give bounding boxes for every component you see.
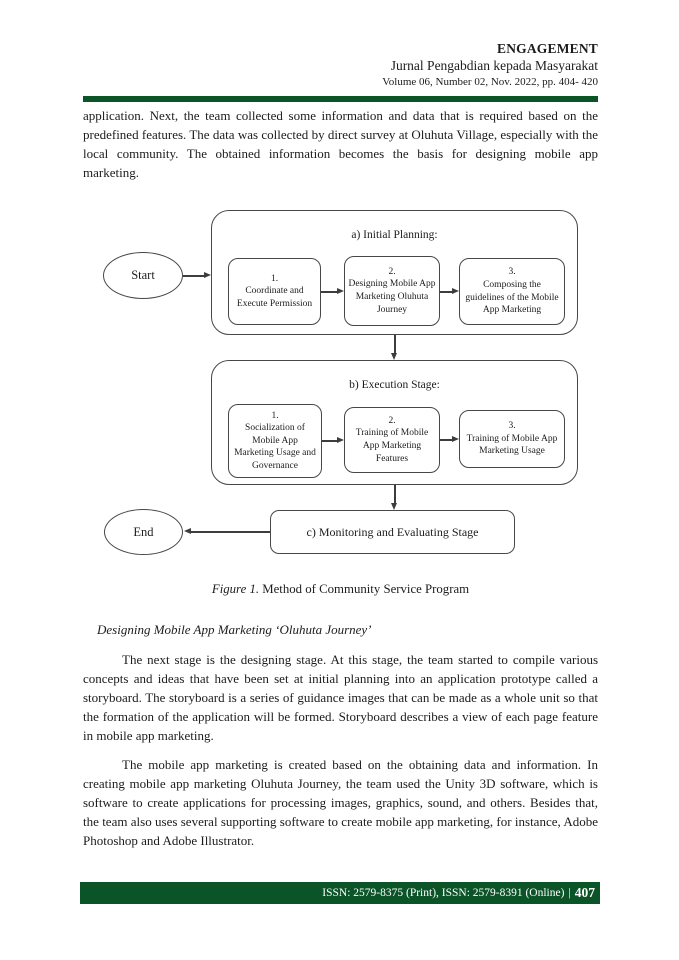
journal-subtitle: Jurnal Pengabdian kepada Masyarakat xyxy=(390,58,598,74)
section-heading: Designing Mobile App Marketing ‘Oluhuta … xyxy=(97,622,372,637)
flowchart-start-node: Start xyxy=(103,252,183,299)
journal-volume-info: Volume 06, Number 02, Nov. 2022, pp. 404… xyxy=(382,75,598,88)
step-a1-label: Coordinate and Execute Permission xyxy=(236,286,313,309)
step-box-a3: 3. Composing the guidelines of the Mobil… xyxy=(459,258,565,325)
arrowhead-b-to-c xyxy=(391,503,397,510)
arrowhead-start-to-a xyxy=(204,271,211,278)
arrow-c-to-end xyxy=(190,531,270,533)
arrowhead-a1-to-a2 xyxy=(337,287,344,294)
figure-caption-label: Figure 1. xyxy=(211,582,260,596)
paragraph-1: application. Next, the team collected so… xyxy=(83,108,598,180)
step-b1-number: 1. xyxy=(271,410,279,421)
step-box-a2: 2. Designing Mobile App Marketing Oluhut… xyxy=(344,256,440,326)
paragraph-3: The mobile app marketing is created base… xyxy=(83,757,598,848)
footer-separator: | xyxy=(568,887,571,899)
journal-name: ENGAGEMENT xyxy=(496,41,598,56)
paragraph-2: The next stage is the designing stage. A… xyxy=(83,652,598,743)
arrow-start-to-a xyxy=(183,275,205,277)
figure-caption: Figure 1. Method of Community Service Pr… xyxy=(83,582,598,597)
flowchart-figure: Start a) Initial Planning: 1. Coordinate… xyxy=(100,210,580,560)
arrow-b2-to-b3 xyxy=(440,439,453,441)
arrowhead-a-to-b xyxy=(391,353,397,360)
step-b3-number: 3. xyxy=(508,421,516,432)
step-box-b1: 1. Socialization of Mobile App Marketing… xyxy=(228,404,322,478)
step-a1-number: 1. xyxy=(270,273,279,284)
step-a2-number: 2. xyxy=(388,266,396,277)
stage-b-title: b) Execution Stage: xyxy=(349,379,440,391)
step-a3-number: 3. xyxy=(508,267,516,278)
step-box-b2: 2. Training of Mobile App Marketing Feat… xyxy=(344,407,440,473)
header-divider xyxy=(83,96,598,102)
stage-c-box: c) Monitoring and Evaluating Stage xyxy=(270,510,515,554)
arrowhead-a2-to-a3 xyxy=(452,287,459,294)
arrow-a-to-b xyxy=(394,335,396,354)
step-b3-label: Training of Mobile App Marketing Usage xyxy=(466,433,558,457)
arrowhead-c-to-end xyxy=(184,527,191,534)
arrow-b-to-c xyxy=(394,485,396,504)
arrow-a1-to-a2 xyxy=(321,291,338,293)
footer-issn-text: ISSN: 2579-8375 (Print), ISSN: 2579-8391… xyxy=(322,887,565,899)
step-box-b3: 3. Training of Mobile App Marketing Usag… xyxy=(459,410,565,468)
step-b1-label: Socialization of Mobile App Marketing Us… xyxy=(234,423,316,471)
arrowhead-b1-to-b2 xyxy=(337,436,344,443)
step-b2-label: Training of Mobile App Marketing Feature… xyxy=(355,428,429,464)
arrowhead-b2-to-b3 xyxy=(452,435,459,442)
journal-header: ENGAGEMENT Jurnal Pengabdian kepada Masy… xyxy=(83,40,598,89)
step-a2-label: Designing Mobile App Marketing Oluhuta J… xyxy=(348,279,436,315)
arrow-b1-to-b2 xyxy=(322,440,338,442)
step-b2-number: 2. xyxy=(388,415,396,426)
footer-bar: ISSN: 2579-8375 (Print), ISSN: 2579-8391… xyxy=(80,882,600,904)
step-a3-label: Composing the guidelines of the Mobile A… xyxy=(465,279,559,316)
stage-a-title: a) Initial Planning: xyxy=(351,229,438,241)
flowchart-end-node: End xyxy=(104,509,183,555)
footer-page-number: 407 xyxy=(574,885,595,900)
step-box-a1: 1. Coordinate and Execute Permission xyxy=(228,258,321,325)
arrow-a2-to-a3 xyxy=(440,291,453,293)
figure-caption-text: Method of Community Service Program xyxy=(259,582,470,596)
